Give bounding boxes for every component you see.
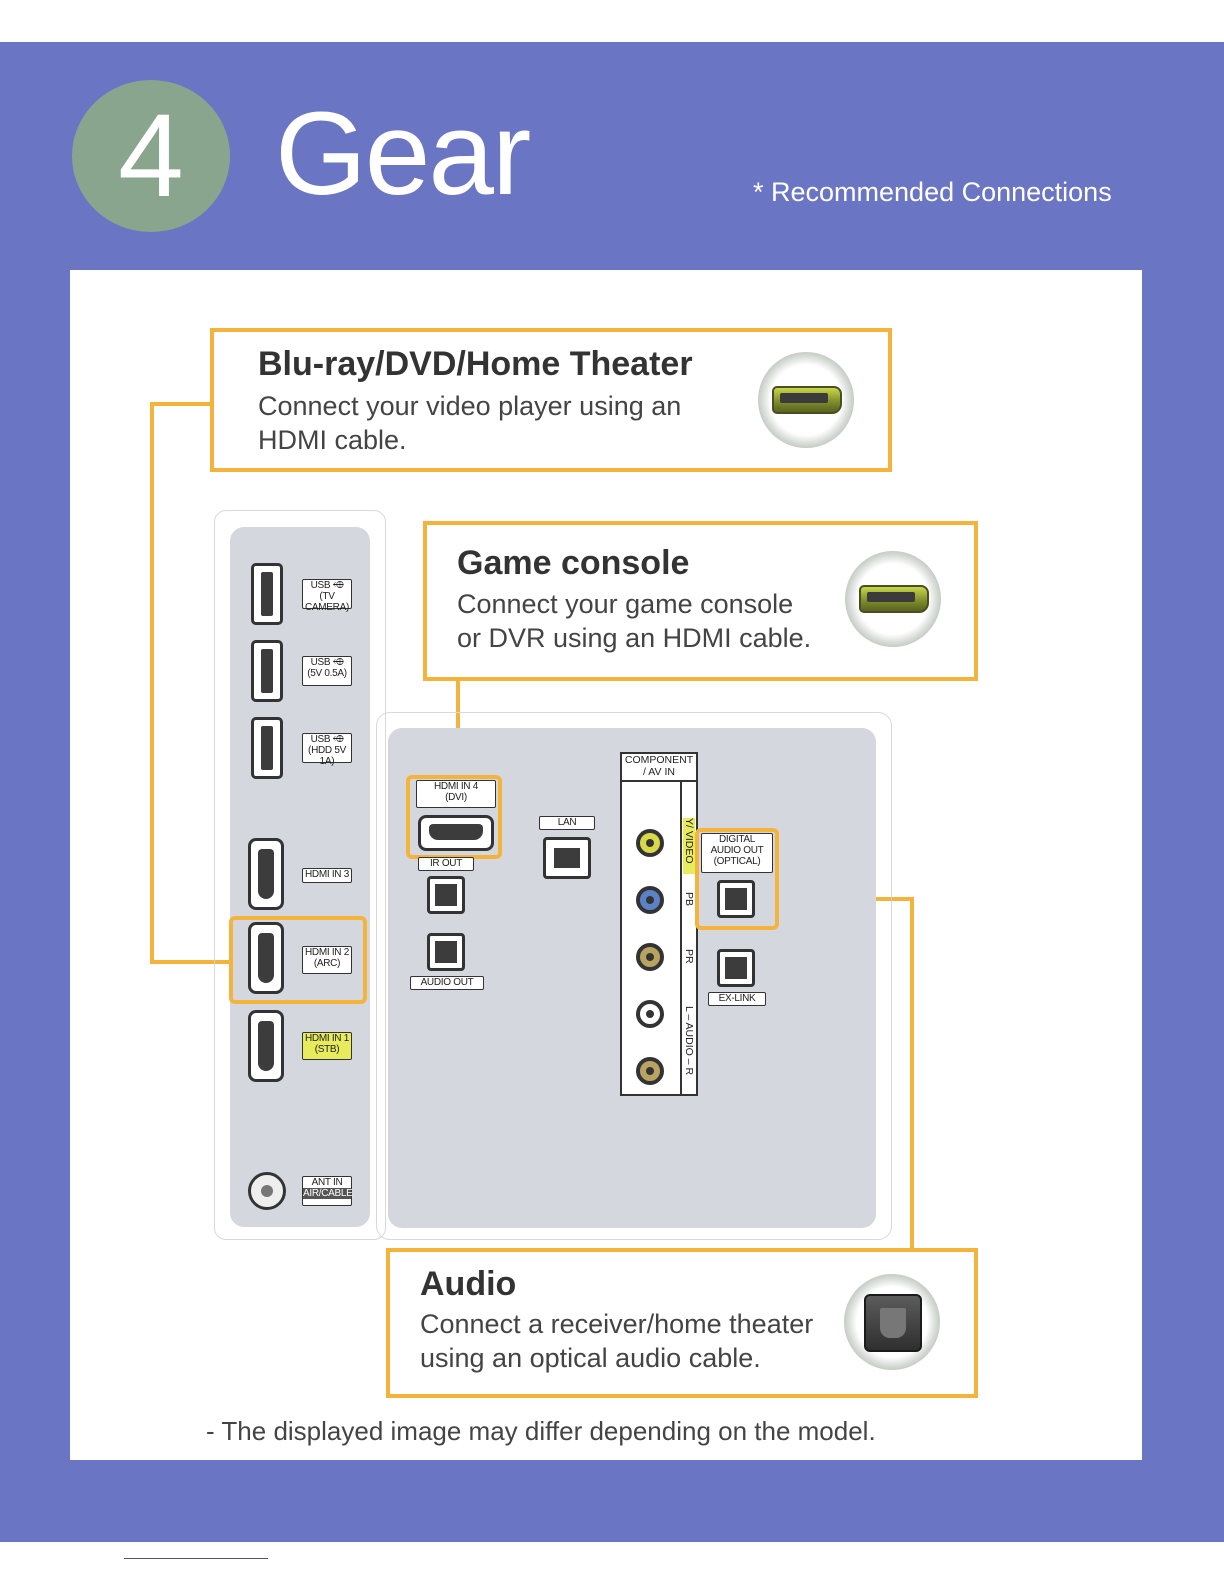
ant-in-label: ANT IN AIR/CABLE	[302, 1176, 353, 1206]
usb-port-tv-camera	[251, 563, 283, 625]
hdmi-in-4-port	[418, 815, 494, 851]
hdmi-in-2-label: HDMI IN 2 (ARC)	[302, 946, 352, 974]
hdmi-in-2-port	[248, 922, 284, 994]
lan-label: LAN	[539, 816, 595, 830]
side-panel-outline	[214, 510, 386, 1240]
component-label-line2: / AV IN	[643, 766, 675, 778]
antenna-port	[248, 1172, 286, 1210]
optical-out-port	[717, 880, 755, 918]
digital-audio-out-label-line1: DIGITAL	[718, 834, 756, 845]
bluray-description-line1: Connect your video player using an	[258, 391, 682, 421]
hdmi-in-1-label-line1: HDMI IN 1	[305, 1033, 349, 1044]
hdmi-in-2-label-line1: HDMI IN 2	[305, 947, 349, 958]
digital-audio-out-highlight	[695, 828, 779, 930]
audio-out-label: AUDIO OUT	[410, 976, 484, 990]
connector-line	[150, 960, 232, 964]
game-console-callout: Game console Connect your game console o…	[423, 521, 978, 681]
audio-l-jack	[636, 1000, 664, 1028]
hdmi-in-4-label-line1: HDMI IN 4	[434, 781, 478, 792]
connector-line	[910, 897, 914, 1249]
ir-out-port	[427, 876, 465, 914]
video-jack	[636, 829, 664, 857]
game-console-description-line2: or DVR using an HDMI cable.	[457, 623, 812, 653]
game-console-title: Game console	[457, 544, 690, 582]
ant-in-label-line1: ANT IN	[311, 1177, 343, 1188]
hdmi-in-1-port	[248, 1010, 284, 1082]
digital-audio-out-label-line3: (OPTICAL)	[713, 856, 761, 867]
page-title: Gear	[275, 88, 531, 220]
audio-label: L – AUDIO – R	[683, 1006, 695, 1076]
ant-in-label-line2: AIR/CABLE	[303, 1188, 353, 1199]
usb-tv-camera-label: USB ⬲ (TV CAMERA)	[302, 579, 352, 613]
pr-label: PR	[683, 949, 695, 964]
hdmi-cable-icon	[758, 352, 854, 448]
connector-line	[150, 402, 214, 406]
ex-link-label: EX-LINK	[708, 992, 766, 1006]
model-disclaimer: - The displayed image may differ dependi…	[206, 1416, 876, 1446]
usb-port-5v	[251, 640, 283, 702]
footer-rule	[124, 1558, 268, 1559]
usb-5v-label: USB ⬲ (5V 0.5A)	[302, 656, 352, 686]
connector-line	[150, 402, 154, 964]
ir-out-label: IR OUT	[418, 857, 474, 871]
digital-audio-out-label: DIGITAL AUDIO OUT (OPTICAL)	[701, 833, 773, 873]
audio-r-jack	[636, 1057, 664, 1085]
hdmi-in-4-label-line2: (DVI)	[445, 792, 467, 803]
hdmi-in-1-label-line2: (STB)	[314, 1044, 340, 1055]
video-label: Y/ VIDEO	[683, 818, 695, 874]
component-label: COMPONENT / AV IN	[620, 752, 698, 782]
hdmi-in-3-port	[248, 838, 284, 910]
pb-jack	[636, 886, 664, 914]
hdmi-cable-icon	[845, 551, 941, 647]
hdmi-in-2-highlight	[229, 916, 367, 1004]
component-av-block	[620, 752, 698, 1096]
optical-cable-icon	[844, 1274, 940, 1370]
recommended-note: * Recommended Connections	[753, 177, 1112, 207]
bluray-title: Blu-ray/DVD/Home Theater	[258, 345, 693, 383]
pb-label: PB	[683, 892, 695, 907]
audio-description-line1: Connect a receiver/home theater	[420, 1309, 814, 1339]
digital-audio-out-label-line2: AUDIO OUT	[710, 845, 764, 856]
ex-link-port	[717, 949, 755, 987]
audio-title: Audio	[420, 1265, 517, 1303]
bluray-callout: Blu-ray/DVD/Home Theater Connect your vi…	[210, 328, 892, 472]
component-label-line1: COMPONENT	[624, 754, 694, 766]
bluray-description-line2: HDMI cable.	[258, 425, 407, 455]
hdmi-in-3-label: HDMI IN 3	[302, 868, 352, 883]
hdmi-in-2-label-line2: (ARC)	[313, 958, 341, 969]
hdmi-in-4-label: HDMI IN 4 (DVI)	[416, 780, 496, 808]
component-divider	[680, 781, 682, 1096]
audio-description-line2: using an optical audio cable.	[420, 1343, 761, 1373]
game-console-description-line1: Connect your game console	[457, 589, 794, 619]
usb-port-hdd	[251, 717, 283, 779]
hdmi-in-1-label: HDMI IN 1 (STB)	[302, 1032, 352, 1060]
step-number-badge: 4	[72, 80, 230, 232]
lan-port	[543, 837, 591, 879]
audio-out-port	[427, 933, 465, 971]
rear-panel-outline	[376, 712, 892, 1240]
usb-hdd-label: USB ⬲ (HDD 5V 1A)	[302, 733, 352, 767]
audio-callout: Audio Connect a receiver/home theater us…	[386, 1248, 978, 1398]
pr-jack	[636, 943, 664, 971]
